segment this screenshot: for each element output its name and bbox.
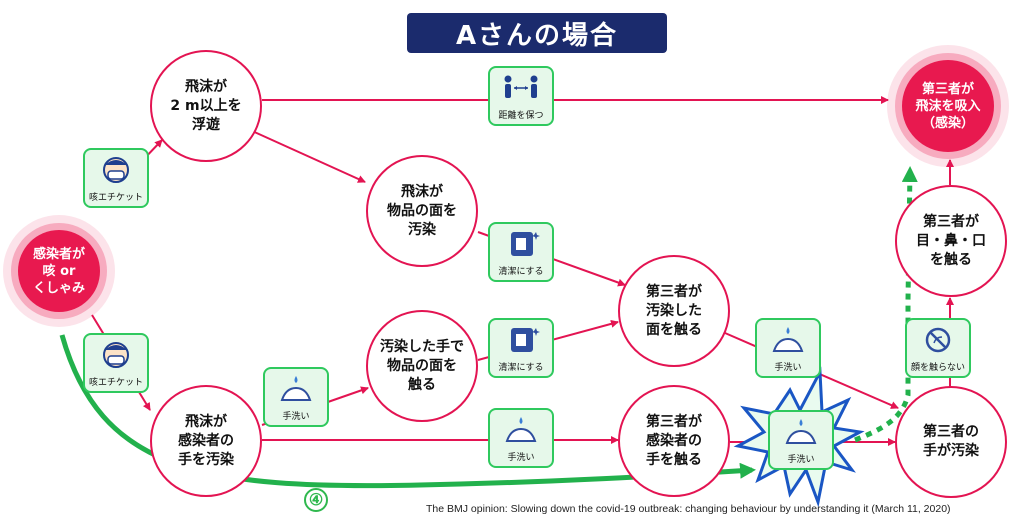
masked-face-icon bbox=[103, 157, 129, 183]
action-clean-2: 清潔にする bbox=[488, 318, 554, 378]
arrow-float-to-surface bbox=[249, 129, 366, 183]
node-third-touch-surface: 第三者が 汚染した 面を触る bbox=[618, 255, 730, 367]
action-label: 清潔にする bbox=[498, 267, 544, 277]
action-handwash-2: 手洗い bbox=[488, 408, 554, 468]
node-third-inhale: 第三者が 飛沫を吸入 （感染） bbox=[902, 60, 994, 152]
action-handwash-3: 手洗い bbox=[755, 318, 821, 378]
no-touch-icon bbox=[925, 327, 951, 353]
node-droplet-float: 飛沫が 2 m以上を 浮遊 bbox=[150, 50, 262, 162]
node-third-hand-contaminated: 第三者の 手が汚染 bbox=[895, 386, 1007, 498]
action-cough-etiquette-bottom: 咳エチケット bbox=[83, 333, 149, 393]
action-label: 咳エチケット bbox=[88, 193, 143, 203]
action-no-face-touch: 顔を触らない bbox=[905, 318, 971, 378]
action-keep-distance: 距離を保つ bbox=[488, 66, 554, 126]
action-label: 手洗い bbox=[774, 363, 802, 373]
node-third-touch-face: 第三者が 目・鼻・口 を触る bbox=[895, 185, 1007, 297]
cleaning-icon bbox=[511, 232, 540, 256]
action-label: 咳エチケット bbox=[88, 378, 143, 388]
source-citation: The BMJ opinion: Slowing down the covid-… bbox=[426, 503, 951, 515]
node-droplet-hands: 飛沫が 感染者の 手を汚染 bbox=[150, 385, 262, 497]
action-handwash-4-highlighted: 手洗い bbox=[768, 410, 834, 470]
handwash-icon bbox=[280, 376, 312, 401]
action-label: 手洗い bbox=[787, 455, 815, 465]
path-number-marker: ④ bbox=[304, 488, 328, 512]
action-handwash-1: 手洗い bbox=[263, 367, 329, 427]
cleaning-icon bbox=[511, 328, 540, 352]
masked-face-icon bbox=[103, 342, 129, 368]
node-droplet-surface: 飛沫が 物品の面を 汚染 bbox=[366, 155, 478, 267]
node-hands-contaminate-surface: 汚染した手で 物品の面を 触る bbox=[366, 310, 478, 422]
action-label: 顔を触らない bbox=[910, 363, 965, 373]
action-cough-etiquette-top: 咳エチケット bbox=[83, 148, 149, 208]
node-third-touch-infected-hand: 第三者が 感染者の 手を触る bbox=[618, 385, 730, 497]
page-title: Aさんの場合 bbox=[407, 13, 667, 53]
handwash-icon bbox=[505, 417, 537, 442]
node-infected-cough: 感染者が 咳 or くしゃみ bbox=[18, 230, 100, 312]
action-clean-1: 清潔にする bbox=[488, 222, 554, 282]
action-label: 清潔にする bbox=[498, 363, 544, 373]
social-distance-icon bbox=[504, 75, 538, 98]
action-label: 手洗い bbox=[507, 453, 535, 463]
handwash-icon bbox=[785, 419, 817, 444]
action-label: 距離を保つ bbox=[498, 111, 544, 121]
handwash-icon bbox=[772, 327, 804, 352]
green-dotted-path bbox=[854, 166, 918, 443]
action-label: 手洗い bbox=[282, 412, 310, 422]
